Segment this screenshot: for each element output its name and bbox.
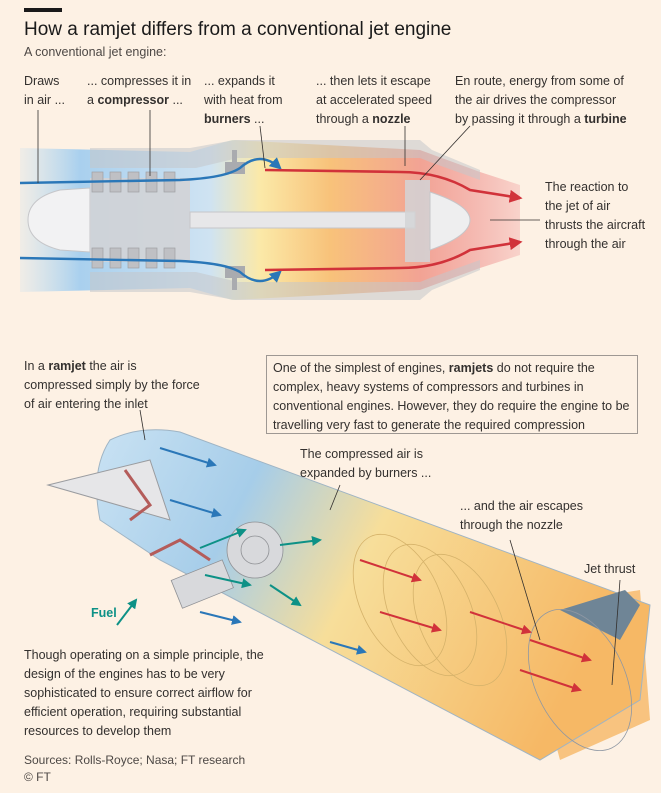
- jet-arrow-exhaust-bottom: [264, 237, 523, 272]
- ramjet-body: [96, 429, 651, 761]
- ramjet-intake-cone: [46, 459, 171, 521]
- ramjet-engine: [46, 409, 651, 761]
- label-fuel: Fuel: [91, 606, 117, 620]
- page-title: How a ramjet differs from a conventional…: [24, 19, 452, 40]
- sources-footer: Sources: Rolls-Royce; Nasa; FT research: [24, 753, 246, 767]
- ramjet-air-arrows: [159, 447, 367, 655]
- jet-spinner: [27, 187, 91, 253]
- ramjet-injector: [170, 521, 284, 609]
- ramjet-burner-mesh: [352, 533, 633, 751]
- ramjet-leader-lines: [139, 409, 621, 686]
- jet-leader-lines: [37, 110, 540, 221]
- ft-top-rule: [24, 8, 62, 12]
- ramjet-hot-arrows: [359, 559, 592, 693]
- section-subtitle: A conventional jet engine:: [24, 45, 167, 59]
- copyright-footer: © FT: [24, 770, 51, 784]
- ramjet-fuel-arrows: [116, 528, 322, 626]
- jet-shaft: [189, 211, 416, 229]
- ramjet-fin: [560, 590, 640, 640]
- jet-turbine: [405, 180, 430, 262]
- label-design-note: Though operating on a simple principle, …: [24, 648, 264, 738]
- label-jet-thrust: Jet thrust: [584, 562, 636, 576]
- label-compressor: ... compresses it in a compressor ...: [87, 74, 192, 107]
- jet-casing-top: [90, 140, 480, 180]
- ramjet-struts: [123, 469, 211, 562]
- jet-arrow-intake-bottom: [19, 256, 282, 283]
- jet-arrow-exhaust-top: [264, 168, 523, 203]
- jet-burners: [225, 150, 245, 290]
- jet-tail-cone: [429, 191, 471, 251]
- jet-arrow-intake-top: [19, 157, 282, 185]
- label-ramjet-intro: In a ramjet the air is compressed simply…: [24, 359, 200, 411]
- jet-engine: [19, 110, 540, 300]
- ramjet-info-box: One of the simplest of engines, ramjets …: [266, 355, 638, 434]
- jet-casing-bottom: [90, 260, 480, 300]
- fuel-pointer-arrow: [116, 598, 138, 626]
